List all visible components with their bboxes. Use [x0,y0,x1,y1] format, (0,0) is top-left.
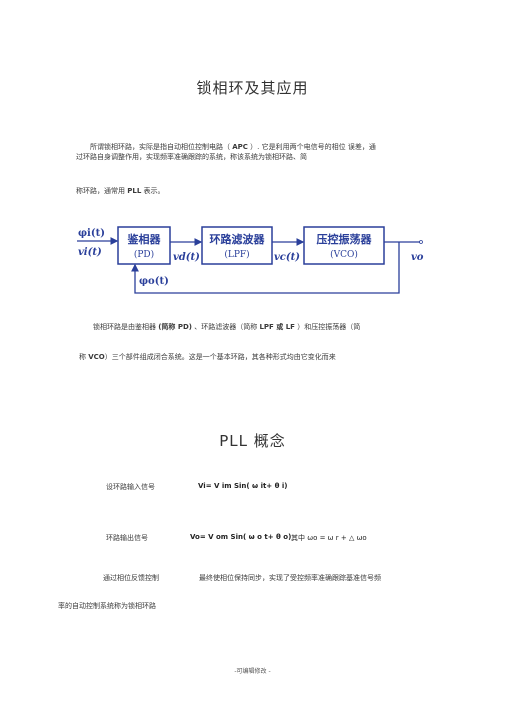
pd-abbr: (PD) [134,249,154,260]
intro-line-3-a: 称环路，通常用 [76,187,128,195]
feedback-phi-label: φo(t) [139,276,169,287]
intro-line-1-a: 所谓锁相环路，实际是指自动相位控制电路（ [90,143,233,151]
composition-line-1-c: ）和压控振荡器（简 [294,323,361,331]
input-phi-label: φi(t) [78,228,105,239]
intro-line-2: 过环路自身调整作用，实现频率准确跟踪的系统，称该系统为锁相环路、简 [76,153,307,161]
section-title-pll-concept: PLL 概念 [219,432,286,450]
feedback-text: 最终使相位保持同步，实现了受控频率准确跟踪基准信号频 [199,574,381,582]
output-v-label: vo [411,252,424,263]
pd-name: 鉴相器 [127,232,162,246]
closing-line: 率的自动控制系统称为锁相环路 [58,602,156,610]
output-signal-formula: Vo= V om Sin( ω o t+ θ o) [190,533,292,541]
composition-line-2: 称 VCO）三个部件组成闭合系统。这是一个基本环路，其各种形式均由它变化而来 [79,352,336,362]
composition-pd: (简称 PD) [158,323,193,331]
vco-block [303,226,385,265]
input-signal-formula: Vi= V im Sin( ω it+ θ i) [198,482,288,490]
input-v-label: vi(t) [78,247,102,258]
page-footer: -可编辑修改 - [234,668,271,675]
composition-line-1-b: 、环路滤波器（简称 [192,323,260,331]
intro-apc: APC [232,143,248,151]
page-title: 锁相环及其应用 [196,79,309,97]
intro-line-1: 所谓锁相环路，实际是指自动相位控制电路（ APC ）. 它是利用两个电信号的相位… [90,142,376,152]
vco-name: 压控振荡器 [317,232,373,246]
composition-line-2-a: 称 [79,353,89,361]
composition-lpf: LPF 或 LF [259,323,295,331]
intro-pll: PLL [127,187,142,195]
intro-line-1-b: ）. 它是利用两个电信号的相位 误差，通 [247,143,376,151]
lpf-name: 环路滤波器 [210,232,266,246]
composition-line-2-b: ）三个部件组成闭合系统。这是一个基本环路，其各种形式均由它变化而来 [104,353,336,361]
lpf-out-label: vc(t) [274,252,300,263]
lpf-abbr: (LPF) [224,249,249,260]
intro-line-3: 称环路，通常用 PLL 表示。 [76,186,165,196]
lpf-block [201,226,273,265]
vco-abbr: (VCO) [330,249,358,260]
pd-block [117,226,171,265]
pd-out-label: vd(t) [173,252,200,263]
composition-line-1: 锁相环路是由鉴相器 (简称 PD) 、环路滤波器（简称 LPF 或 LF ）和压… [93,322,360,332]
intro-line-3-b: 表示。 [141,187,165,195]
input-signal-label: 设环路输入信号 [106,483,155,491]
output-signal-where: 其中 ωo = ω r + △ ωo [291,534,367,542]
composition-vco: VCO [88,353,105,361]
feedback-label: 通过相位反馈控制 [103,574,159,582]
composition-line-1-a: 锁相环路是由鉴相器 [93,323,159,331]
feedback-line [131,242,400,294]
output-signal-label: 环路输出信号 [106,534,148,542]
pll-block-diagram: φi(t) vi(t) 鉴相器 (PD) vd(t) 环路滤波器 (LPF) v… [77,226,424,294]
